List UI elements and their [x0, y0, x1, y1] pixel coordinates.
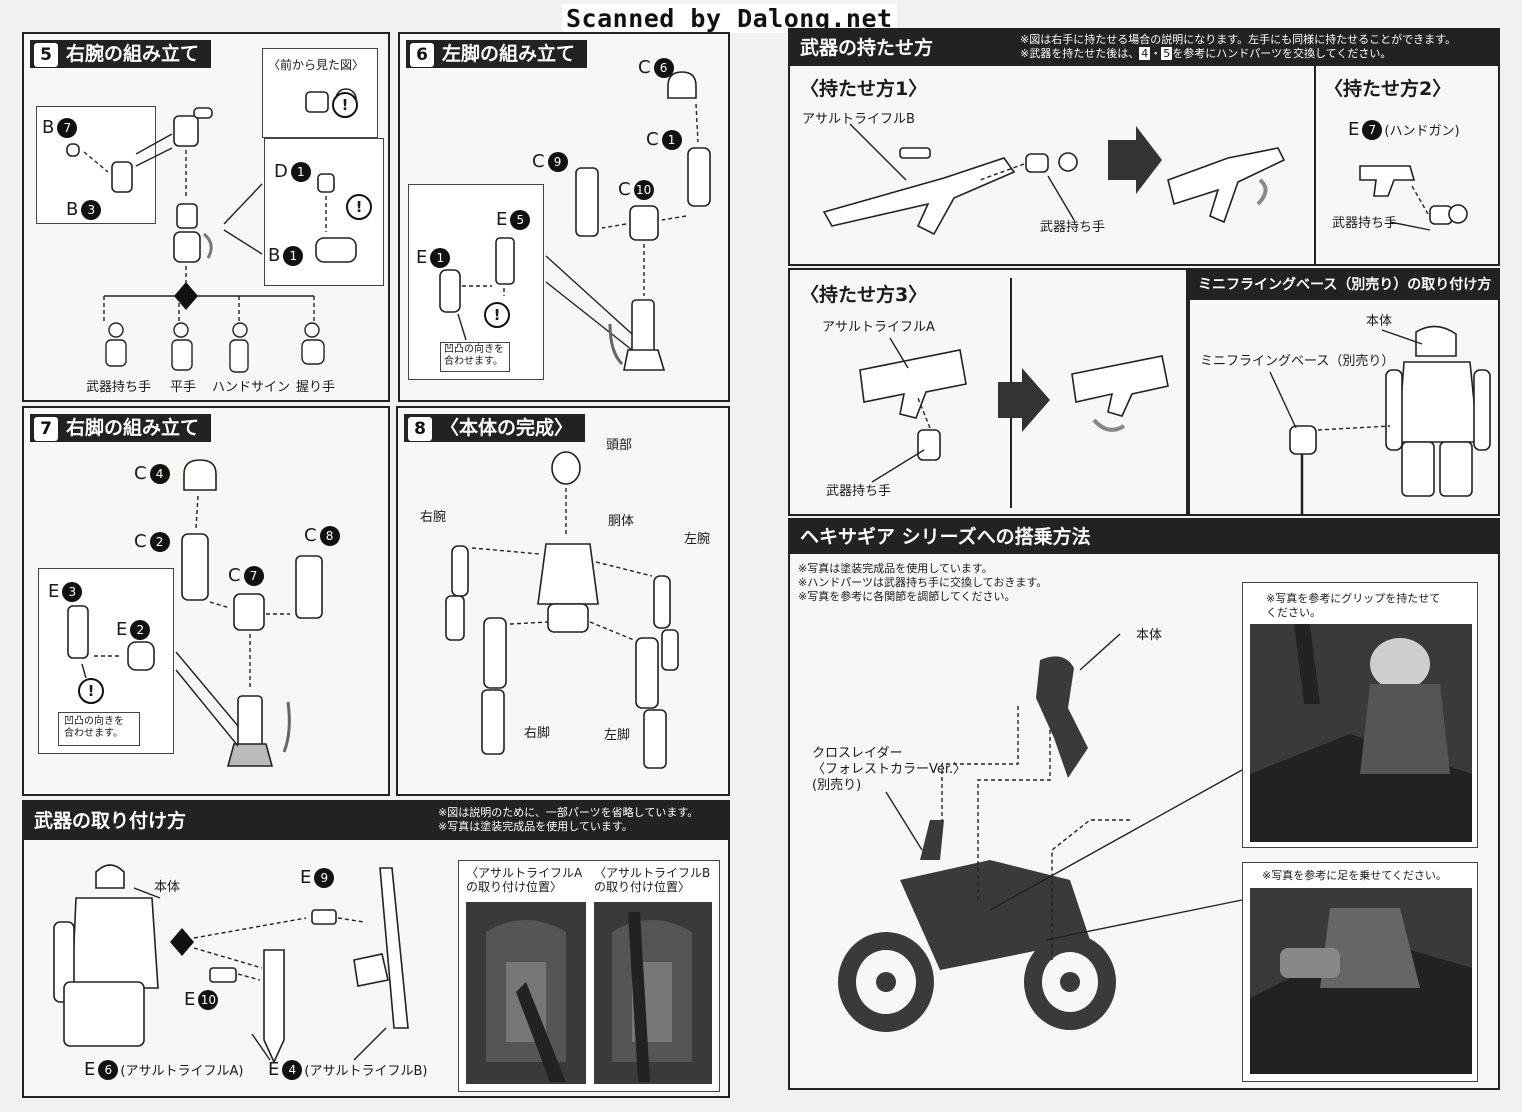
weapon-holding-section: 武器の持たせ方 ※図は右手に持たせる場合の説明になります。左手にも同様に持たせる… [788, 28, 1500, 266]
weapon-attachment-section: 武器の取り付け方 ※図は説明のために、一部パーツを省略しています。※写真は塗装完… [22, 800, 730, 1098]
section-title-text: 右脚の組み立て [66, 417, 200, 439]
photo-foot-detail [1250, 888, 1472, 1074]
flying-base-diagram [1269, 325, 1491, 514]
section-8-title: 8 〈本体の完成〉 [404, 414, 586, 442]
method-3-diagram [859, 337, 1169, 483]
method-3-title: 〈持たせ方3〉 [800, 284, 928, 306]
foot-instruction: ※写真を参考に足を乗せてください。 [1262, 869, 1447, 882]
hexa-gear-riding-section: ヘキサギア シリーズへの搭乗方法 ※写真は塗装完成品を使用しています。※ハンドパ… [788, 518, 1500, 1090]
divider-line [1314, 66, 1316, 264]
section-5-title: 5 右腕の組み立て [30, 40, 212, 68]
flying-base-section: ミニフライングベース（別売り）の取り付け方 本体 ミニフライングベース（別売り） [1188, 268, 1500, 516]
caution-icon: ! [346, 194, 372, 220]
hand-label-sign: ハンドサイン [212, 380, 291, 395]
step-number: 7 [34, 417, 58, 441]
caution-icon: ! [78, 678, 104, 704]
weapon-attachment-diagram [53, 864, 409, 1064]
alignment-note: 凹凸の向きを合わせます。 [444, 344, 504, 367]
label-weapon-grip-2: 武器持ち手 [1332, 216, 1398, 231]
photo-rifle-a-mount [466, 902, 586, 1084]
label-right-arm: 右腕 [420, 510, 447, 525]
note-box [440, 342, 510, 372]
step-number: 6 [410, 43, 434, 67]
scanner-watermark: Scanned by Dalong.net [562, 4, 897, 33]
section-6-title: 6 左脚の組み立て [406, 40, 588, 68]
step-number: 5 [34, 43, 58, 67]
label-torso: 胴体 [608, 514, 635, 529]
photo-grip-detail [1250, 624, 1472, 842]
riding-diagram [838, 633, 1243, 1032]
hand-label-weapon-grip: 武器持ち手 [86, 380, 152, 395]
hexa-gear-notes: ※写真は塗装完成品を使用しています。※ハンドパーツは武器持ち手に交換しておきます… [798, 562, 1048, 603]
hand-label-flat: 平手 [170, 380, 197, 395]
right-arm-diagram [66, 88, 369, 373]
full-body-diagram [445, 451, 679, 769]
front-view-label: 〈前から見た図〉 [268, 58, 365, 72]
section-7-title: 7 右脚の組み立て [30, 414, 212, 442]
alignment-note: 凹凸の向きを合わせます。 [64, 716, 124, 739]
label-cross-raider: クロスレイダー〈フォレストカラーVer.〉(別売り) [812, 746, 967, 793]
label-mini-flying-base: ミニフライングベース（別売り） [1200, 354, 1395, 369]
note-box [58, 712, 140, 746]
label-body: 本体 [154, 880, 181, 895]
weapon-holding-method-3: 〈持たせ方3〉 アサルトライフルA 武器持ち手 [788, 268, 1188, 516]
label-left-arm: 左腕 [684, 532, 711, 547]
label-weapon-grip: 武器持ち手 [1040, 220, 1106, 235]
flying-base-title: ミニフライングベース（別売り）の取り付け方 [1190, 270, 1498, 300]
right-leg-diagram [67, 459, 323, 767]
label-right-leg: 右脚 [524, 726, 551, 741]
section-title-text: 右腕の組み立て [66, 43, 200, 65]
label-left-leg: 左脚 [604, 728, 631, 743]
label-head: 頭部 [606, 438, 633, 453]
method-2-title: 〈持たせ方2〉 [1324, 78, 1452, 100]
label-weapon-grip-3: 武器持ち手 [826, 484, 892, 499]
label-rifle-b: アサルトライフルB [802, 112, 915, 127]
weapon-attachment-title: 武器の取り付け方 [24, 802, 728, 840]
label-body: 本体 [1136, 628, 1163, 643]
section-8-body-complete: 8 〈本体の完成〉 頭部 胴体 右腕 左腕 右脚 左脚 [396, 406, 730, 796]
label-rifle-a: アサルトライフルA [822, 320, 935, 335]
caution-icon: ! [332, 92, 358, 118]
label-body: 本体 [1366, 314, 1393, 329]
weapon-holding-notes: ※図は右手に持たせる場合の説明になります。左手にも同様に持たせることができます。… [1020, 33, 1457, 60]
hand-label-fist: 握り手 [296, 380, 336, 395]
step-number: 8 [408, 417, 432, 441]
caution-icon: ! [484, 302, 510, 328]
left-leg-diagram [439, 71, 711, 371]
weapon-attachment-notes: ※図は説明のために、一部パーツを省略しています。※写真は塗装完成品を使用していま… [438, 806, 699, 833]
hexa-gear-title: ヘキサギア シリーズへの搭乗方法 [790, 520, 1498, 554]
section-title-text: 左脚の組み立て [442, 43, 576, 65]
grip-instruction: ※写真を参考にグリップを持たせてください。 [1266, 592, 1441, 619]
weapon-holding-diagram [822, 123, 1468, 236]
method-1-title: 〈持たせ方1〉 [800, 78, 928, 100]
photo-rifle-b-mount [594, 902, 712, 1084]
section-title-text: 〈本体の完成〉 [440, 417, 574, 439]
